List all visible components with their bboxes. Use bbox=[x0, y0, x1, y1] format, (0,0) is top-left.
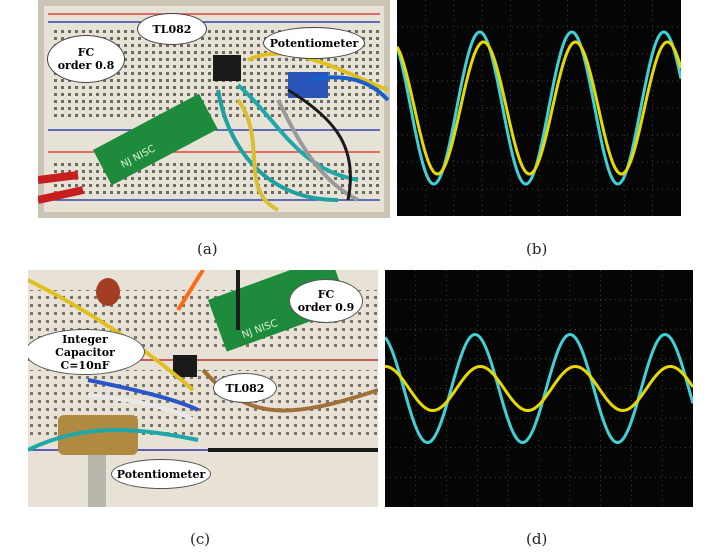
label-potentiometer-c: Potentiometer bbox=[112, 460, 210, 488]
caption-a: (a) bbox=[197, 240, 218, 258]
scope-d-cyan-trace bbox=[385, 332, 693, 444]
label-fc-order-09: FC order 0.9 bbox=[290, 280, 362, 322]
scope-d-traces bbox=[385, 270, 693, 507]
label-tl082-a: TL082 bbox=[140, 16, 204, 42]
panel-a-photo: NJ NISC FC order 0.8 TL082 Potentiometer bbox=[38, 0, 390, 218]
label-potentiometer-a: Potentiometer bbox=[266, 30, 362, 56]
caption-c: (c) bbox=[190, 530, 211, 548]
caption-d: (d) bbox=[526, 530, 548, 548]
scope-b-yellow-trace bbox=[397, 40, 681, 176]
scope-d-yellow-trace bbox=[385, 364, 693, 413]
panel-d-oscilloscope bbox=[385, 270, 693, 507]
panel-b-oscilloscope bbox=[397, 0, 681, 216]
panel-c-photo: NJ NISC FC order 0.9 Integer Capacitor C… bbox=[28, 270, 378, 507]
scope-b-traces bbox=[397, 0, 681, 216]
label-tl082-c: TL082 bbox=[214, 374, 276, 402]
label-integer-capacitor: Integer Capacitor C=10nF bbox=[28, 330, 144, 374]
label-fc-order-08: FC order 0.8 bbox=[50, 38, 122, 80]
caption-b: (b) bbox=[526, 240, 548, 258]
